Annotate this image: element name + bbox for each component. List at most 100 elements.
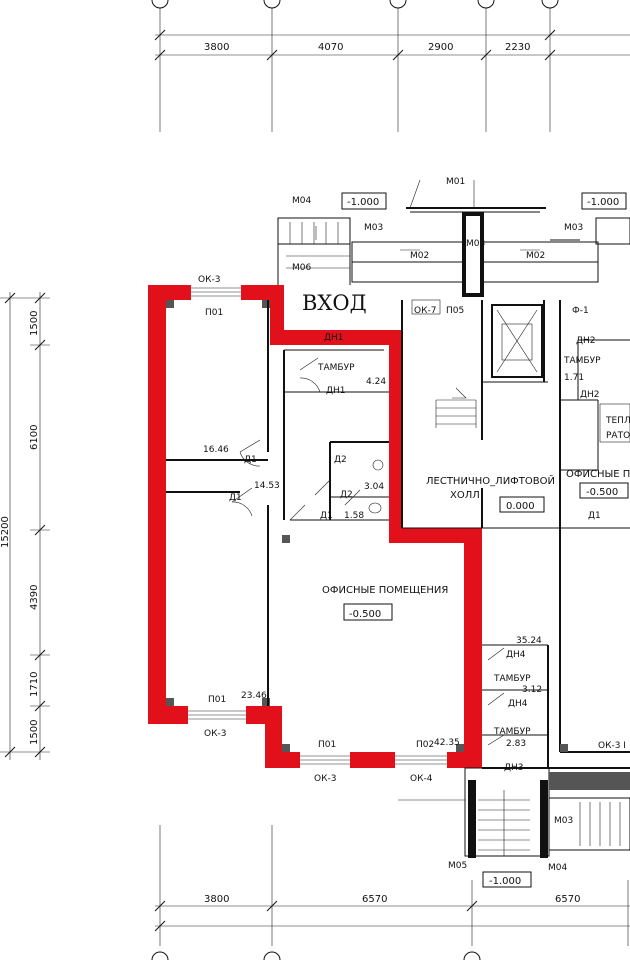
room-heat-1: ТЕПЛО xyxy=(605,416,630,426)
level-top-right: -1.000 xyxy=(587,197,619,208)
mark-d1-d: Д1 xyxy=(588,511,601,521)
room-labels: ОФИСНЫЕ ПОМЕЩЕНИЯ -0.500 ЛЕСТНИЧНО_ЛИФТО… xyxy=(317,356,630,737)
area-9: 3.12 xyxy=(522,685,542,695)
mark-ok3-right: ОК-3 I xyxy=(598,741,626,751)
level-office-main: -0.500 xyxy=(349,609,381,620)
mark-d1-c: Д1 xyxy=(320,511,333,521)
axis-circle-1-bottom xyxy=(151,951,169,960)
mark-m03-d: М03 xyxy=(554,816,573,826)
door-swings xyxy=(231,357,384,521)
axis-circle-1-top xyxy=(151,0,169,9)
room-tambur-bottom-2: ТАМБУР xyxy=(493,727,531,737)
dim-left-5: 1500 xyxy=(29,720,40,745)
axis-circle-2-top xyxy=(263,0,281,9)
room-office-right: ОФИСНЫЕ П xyxy=(566,469,630,480)
dim-top-1: 3800 xyxy=(204,42,229,53)
area-4: 3.04 xyxy=(364,482,384,492)
mark-p01-a: П01 xyxy=(205,308,223,318)
mark-p05: П05 xyxy=(446,306,464,316)
level-hall: 0.000 xyxy=(506,501,535,512)
dim-bottom-2: 6570 xyxy=(362,894,387,905)
mark-m02-b: М02 xyxy=(526,251,545,261)
area-1: 16.46 xyxy=(203,445,229,455)
dim-top-3: 2900 xyxy=(428,42,453,53)
mark-m03-c: М03 xyxy=(564,223,583,233)
axis-circle-6-top xyxy=(541,0,559,9)
room-tambur-right-top: ТАМБУР xyxy=(563,356,601,366)
mark-dn4-b: ДН4 xyxy=(508,699,528,709)
mark-m03-b: М03 xyxy=(466,239,485,249)
area-11: 1.71 xyxy=(564,373,584,383)
dim-left-3: 4390 xyxy=(29,585,40,610)
red-boundary xyxy=(148,285,482,768)
bottom-dimension-block: 3800 6570 6570 xyxy=(151,825,630,960)
level-office-right: -0.500 xyxy=(586,487,618,498)
elevator-shaft xyxy=(491,304,543,378)
mark-p01-c: П01 xyxy=(318,740,336,750)
mark-p01-b: П01 xyxy=(208,695,226,705)
area-8: 35.24 xyxy=(516,636,542,646)
mark-d1-a: Д1 xyxy=(244,455,257,465)
element-marks: ОК-3 ОК-3 ОК-3 ОК-4 ОК-3 I ОК-7 П05 П01 … xyxy=(198,177,626,873)
level-box-bottom xyxy=(482,871,532,888)
room-stair-hall-1: ЛЕСТНИЧНО_ЛИФТОВОЙ xyxy=(426,474,555,487)
mark-dn2-a: ДН2 xyxy=(576,336,596,346)
mark-ok7: ОК-7 xyxy=(414,306,436,316)
level-box-top-right xyxy=(581,192,627,210)
interior-walls xyxy=(166,300,389,706)
room-stair-hall-2: ХОЛЛ xyxy=(450,490,480,501)
mark-p02: П02 xyxy=(416,740,434,750)
level-box-top-left xyxy=(341,192,387,210)
mark-f1: Ф-1 xyxy=(572,306,589,316)
area-6: 23.46 xyxy=(241,691,267,701)
axis-circle-4-top xyxy=(477,0,495,9)
level-top-left: -1.000 xyxy=(347,197,379,208)
highlighted-area-outline xyxy=(148,284,482,769)
mark-dn1-b: ДН1 xyxy=(326,386,346,396)
mark-dn2-b: ДН2 xyxy=(580,390,600,400)
stair-hall: 0.000 xyxy=(401,299,630,529)
axis-circle-4-bottom xyxy=(463,951,481,960)
dim-left-1: 1500 xyxy=(29,311,40,336)
area-3: 4.24 xyxy=(366,377,386,387)
top-porch: -1.000 -1.000 xyxy=(277,179,630,297)
right-offices: -0.500 xyxy=(559,300,630,753)
mark-m03-a: М03 xyxy=(364,223,383,233)
bottom-stair-steps xyxy=(478,790,530,856)
dim-bottom-3: 6570 xyxy=(555,894,580,905)
mark-d1-b: Д1 xyxy=(229,493,242,503)
area-labels: 16.46 14.53 4.24 3.04 1.58 23.46 42.35 3… xyxy=(203,373,584,749)
level-box-office-main xyxy=(343,603,393,621)
mark-m04-top: М04 xyxy=(292,196,311,206)
axis-circle-3-top xyxy=(389,0,407,9)
dim-left-2: 6100 xyxy=(29,425,40,450)
mark-m04-bottom: М04 xyxy=(548,863,567,873)
mark-m06: М06 xyxy=(292,263,311,273)
dim-top-4: 2230 xyxy=(505,42,530,53)
mark-ok3-left: ОК-3 xyxy=(204,729,226,739)
area-7: 42.35 xyxy=(434,738,460,748)
area-5: 1.58 xyxy=(344,511,364,521)
stair-steps xyxy=(435,387,477,428)
room-tambur-top: ТАМБУР xyxy=(317,363,355,373)
area-2: 14.53 xyxy=(254,481,280,491)
area-10: 2.83 xyxy=(506,739,526,749)
level-bottom: -1.000 xyxy=(489,876,521,887)
mark-dn4-a: ДН4 xyxy=(506,650,526,660)
mark-d2-b: Д2 xyxy=(340,490,353,500)
mark-ok3-bottom: ОК-3 xyxy=(314,774,336,784)
room-office-main: ОФИСНЫЕ ПОМЕЩЕНИЯ xyxy=(322,585,448,596)
mark-m02-a: М02 xyxy=(410,251,429,261)
room-heat-2: РАТО xyxy=(606,431,630,441)
room-tambur-bottom-1: ТАМБУР xyxy=(493,674,531,684)
dim-left-total: 15200 xyxy=(0,516,11,548)
mark-dn1-a: ДН1 xyxy=(324,333,344,343)
bottom-vestibules: -1.000 xyxy=(398,644,630,888)
level-box-office-right xyxy=(579,482,629,499)
dim-top-2: 4070 xyxy=(318,42,343,53)
dim-left-4: 1710 xyxy=(29,672,40,697)
level-box-hall xyxy=(499,496,545,513)
mark-dn3: ДН3 xyxy=(504,763,524,773)
top-dimension-block: 3800 4070 2900 2230 xyxy=(151,0,630,132)
